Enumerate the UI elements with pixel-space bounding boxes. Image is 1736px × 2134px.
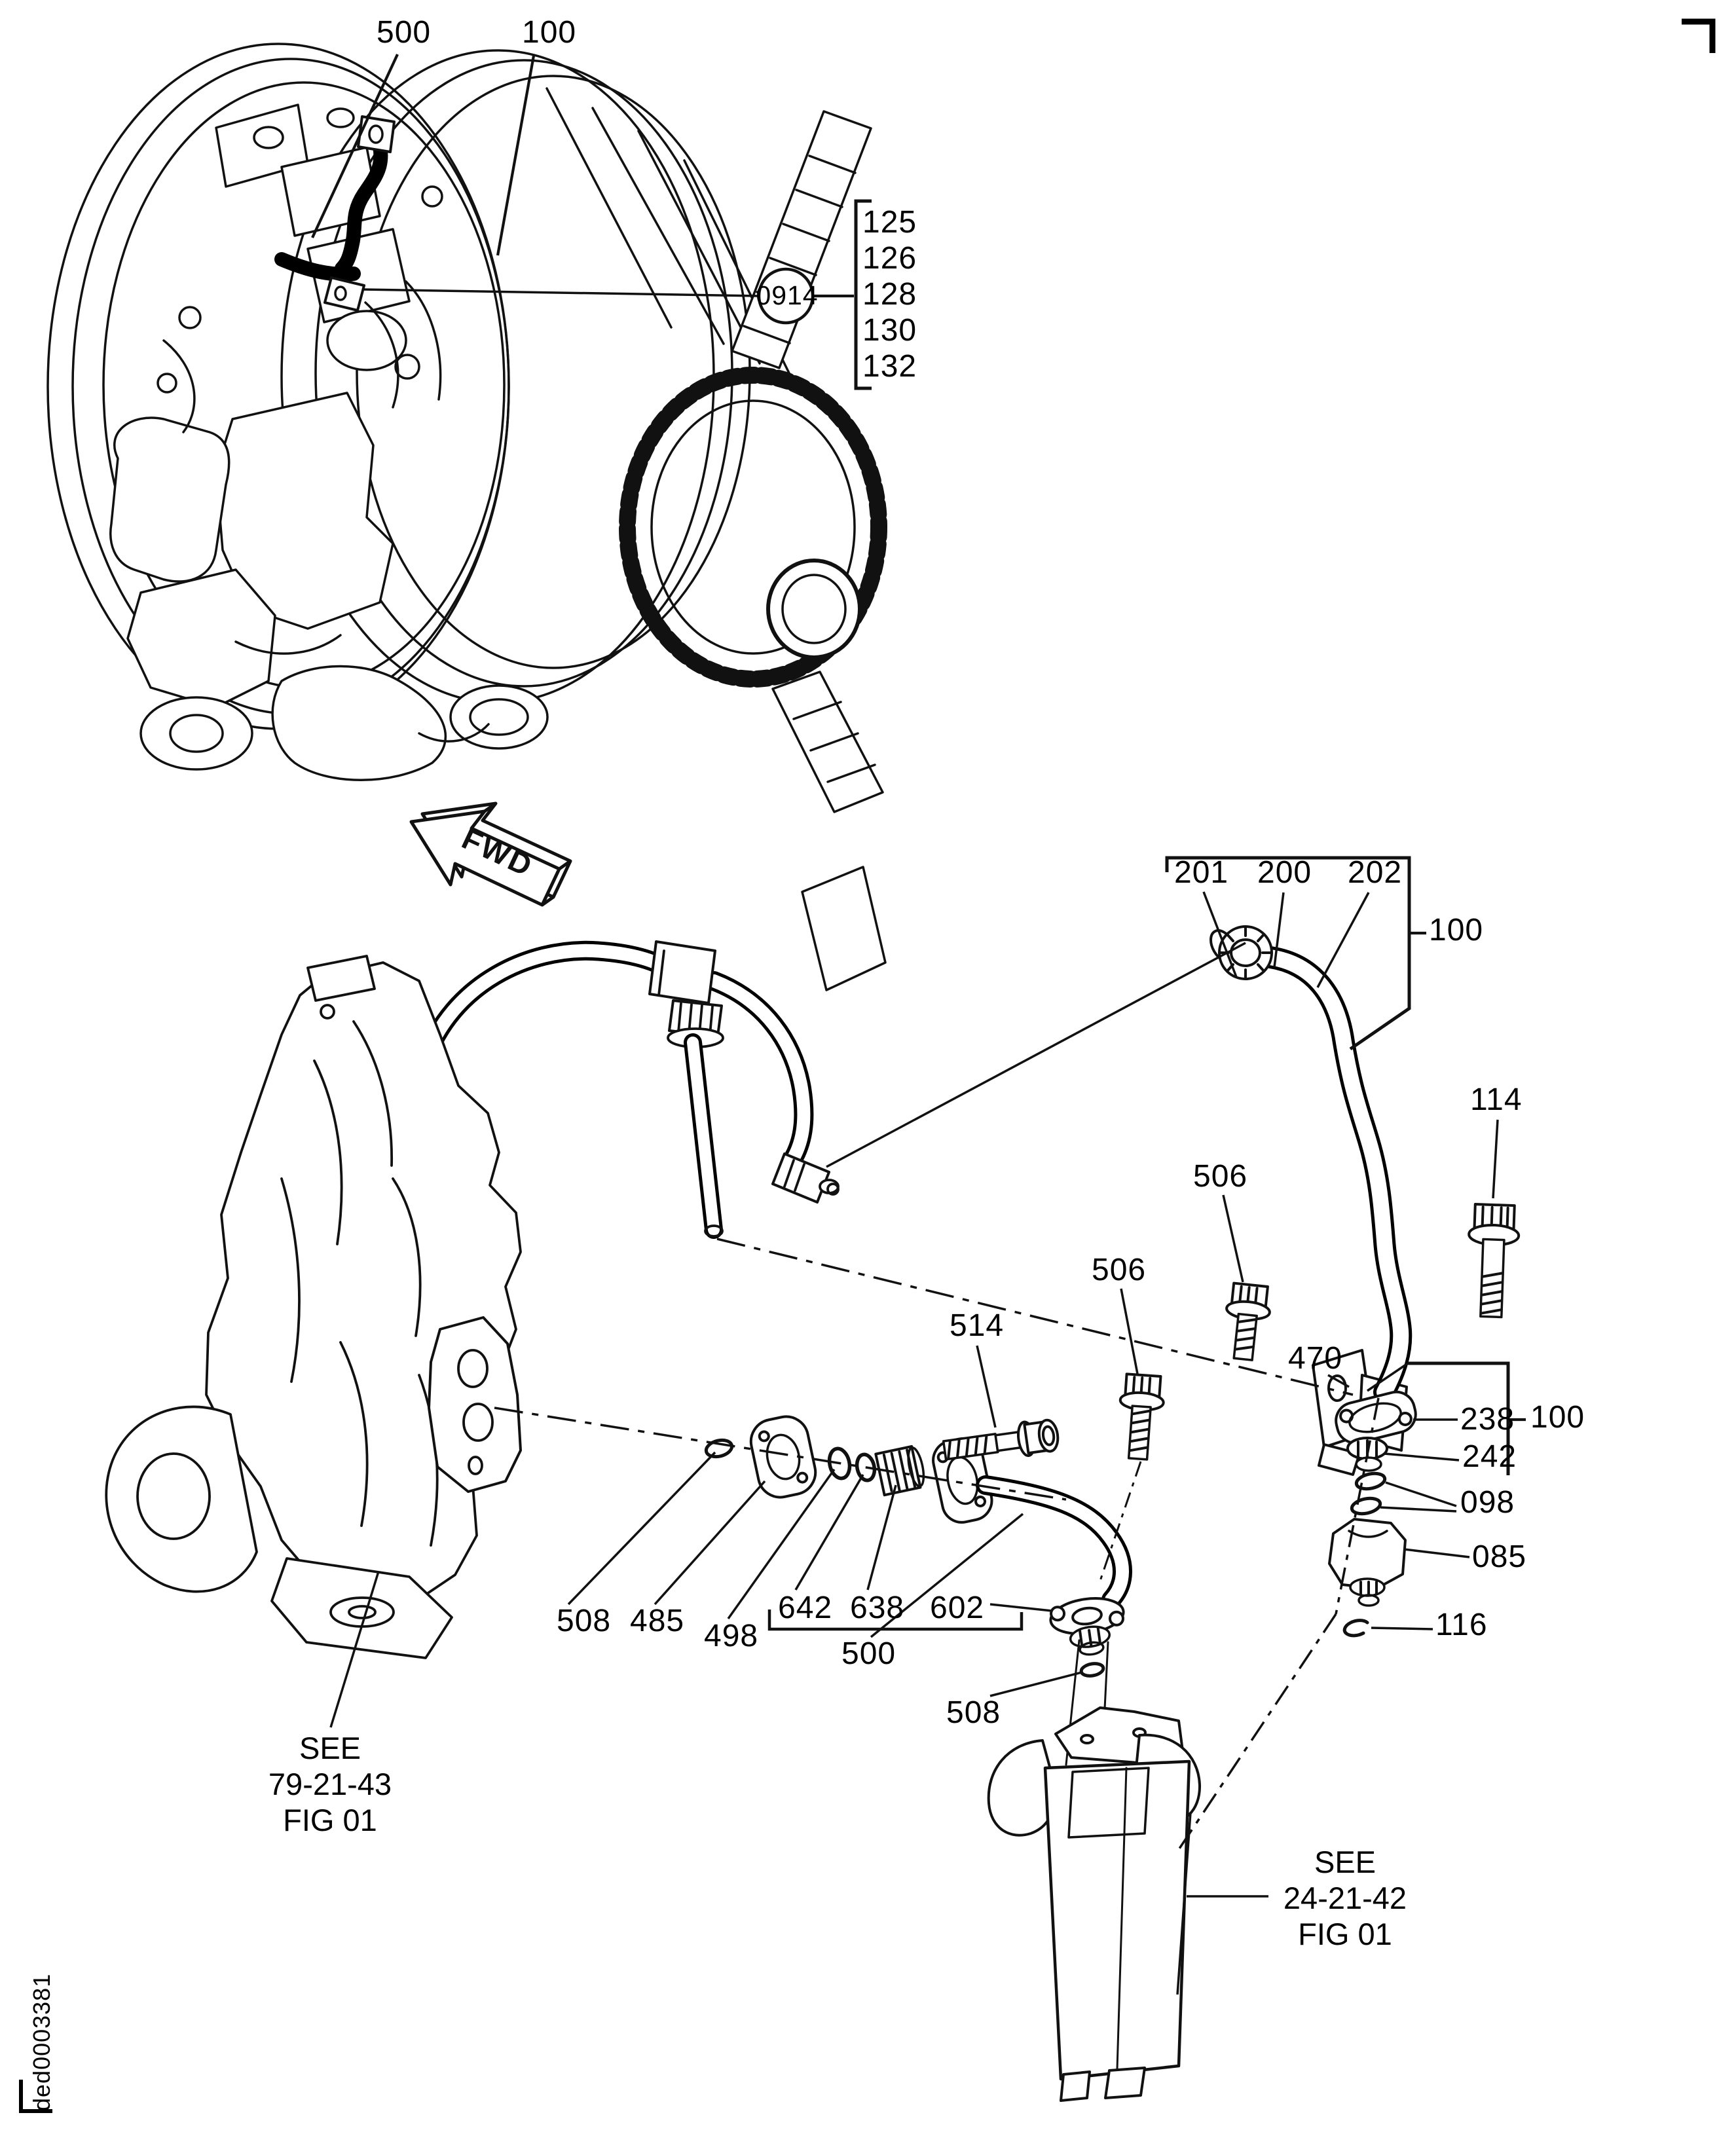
callout-130: 130 — [862, 313, 917, 348]
callout-514: 514 — [950, 1308, 1005, 1343]
reference-gearbox-chapter: 79-21-43 — [268, 1767, 392, 1801]
callout-100-fitting: 100 — [1530, 1400, 1585, 1435]
callout-114: 114 — [1470, 1082, 1523, 1117]
callout-508-front: 508 — [557, 1604, 612, 1638]
reference-pump-see: SEE — [1314, 1845, 1376, 1879]
callout-100-hose: 100 — [1429, 913, 1484, 947]
callout-470: 470 — [1288, 1341, 1343, 1376]
reference-pump-chapter: 24-21-42 — [1283, 1881, 1407, 1915]
corner-mark-top-right — [1682, 18, 1716, 53]
callout-201: 201 — [1174, 855, 1229, 890]
callout-242: 242 — [1462, 1439, 1517, 1474]
reference-pump: SEE 24-21-42 FIG 01 — [1269, 1844, 1421, 1952]
callout-098: 098 — [1460, 1485, 1515, 1520]
gearbox-illustration — [105, 940, 840, 1659]
leader-lines — [311, 54, 1526, 1995]
callout-125: 125 — [862, 205, 917, 240]
callout-485: 485 — [630, 1604, 685, 1638]
callout-126: 126 — [862, 241, 917, 276]
pump-illustration — [987, 1639, 1202, 2102]
drawing-number: ded0003381 — [28, 1973, 55, 2111]
callout-498: 498 — [704, 1619, 759, 1653]
callout-506-upper: 506 — [1193, 1159, 1248, 1194]
corner-mark-bottom-left — [19, 2080, 52, 2113]
callout-0914: 0914 — [756, 280, 819, 310]
callout-100-engine: 100 — [522, 15, 577, 50]
callout-500-engine: 500 — [377, 15, 432, 50]
callout-638: 638 — [850, 1591, 905, 1625]
tube-assembly-parts — [704, 1281, 1408, 1656]
callout-116: 116 — [1435, 1608, 1488, 1642]
callout-508-rear: 508 — [946, 1695, 1001, 1730]
reference-gearbox-see: SEE — [299, 1731, 361, 1765]
callout-202: 202 — [1348, 855, 1403, 890]
callout-602: 602 — [930, 1591, 985, 1625]
callout-500-tube: 500 — [841, 1636, 896, 1671]
callout-128: 128 — [862, 277, 917, 312]
fwd-arrow-icon: FWD — [409, 801, 572, 907]
fitting-stack-parts — [1210, 925, 1521, 1638]
reference-gearbox-fig: FIG 01 — [283, 1803, 377, 1837]
callout-132: 132 — [862, 349, 917, 384]
callout-642: 642 — [778, 1591, 833, 1625]
ref-0914-circle — [757, 267, 815, 325]
callout-238: 238 — [1460, 1402, 1515, 1437]
engine-illustration — [46, 43, 887, 991]
engine-oil-tube-bold — [335, 132, 388, 276]
callout-506-lower: 506 — [1092, 1253, 1147, 1287]
callout-200: 200 — [1257, 855, 1312, 890]
callout-085: 085 — [1472, 1539, 1527, 1574]
reference-gearbox: SEE 79-21-43 FIG 01 — [254, 1730, 406, 1838]
reference-pump-fig: FIG 01 — [1298, 1917, 1392, 1951]
